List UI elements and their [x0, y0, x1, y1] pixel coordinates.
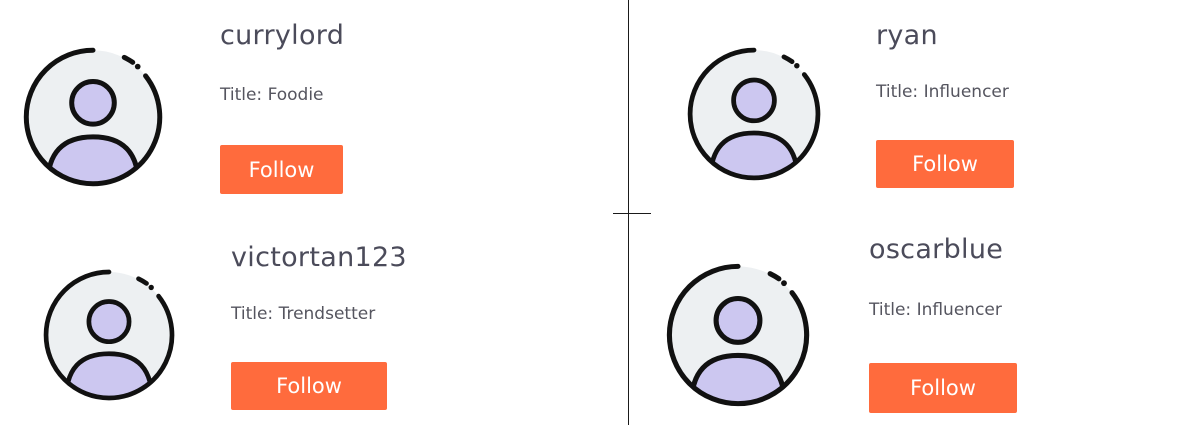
username: oscarblue [869, 234, 1004, 265]
user-avatar-icon [687, 47, 821, 181]
user-title: Title: Trendsetter [231, 304, 376, 324]
follow-button[interactable]: Follow [869, 363, 1017, 413]
user-avatar-icon [43, 269, 175, 401]
user-title: Title: Influencer [869, 300, 1002, 320]
follow-button[interactable]: Follow [231, 362, 387, 410]
username: ryan [876, 20, 938, 51]
user-avatar-icon [23, 47, 163, 187]
user-avatar-icon [666, 263, 810, 407]
username: currylord [220, 20, 345, 51]
user-title: Title: Foodie [220, 85, 324, 105]
follow-button[interactable]: Follow [220, 145, 343, 194]
username: victortan123 [231, 242, 407, 273]
user-title: Title: Influencer [876, 82, 1009, 102]
horizontal-divider [613, 213, 651, 214]
vertical-divider [628, 0, 629, 425]
follow-button[interactable]: Follow [876, 140, 1014, 188]
